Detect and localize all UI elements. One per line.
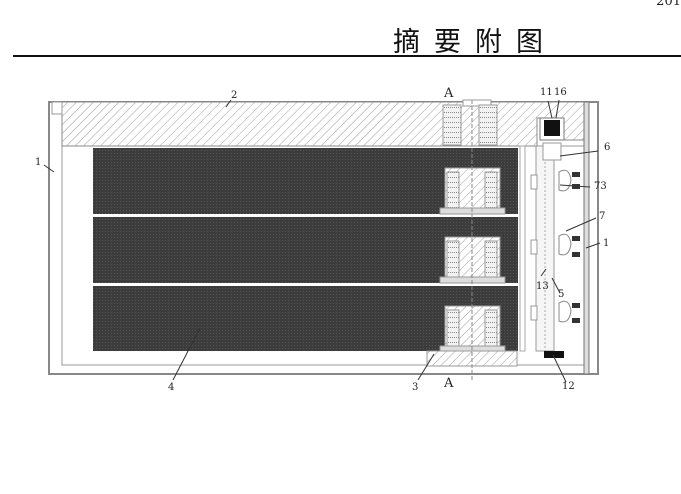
callout-connector: 7 [599,211,605,222]
page-number: 201 [656,0,681,9]
right-mechanism [519,117,580,358]
header-rule [13,55,681,57]
sensor-12 [544,351,564,358]
connector-2 [530,233,580,257]
section-mark-top: A [443,86,454,101]
page-title: 摘要附图 [393,27,557,58]
callout-contact: 6 [604,142,610,153]
block-16 [544,120,560,136]
callout-base: 3 [412,382,418,393]
right-wall [583,101,590,375]
left-corner-block [51,101,63,115]
callout-sensor-11: 11 [540,87,553,98]
center-column [426,99,518,380]
callout-block-16: 16 [554,87,567,98]
leader-lines [43,99,601,383]
callout-rail: 5 [558,289,564,300]
top-cover [61,101,585,147]
callout-sensor-12: 12 [562,381,575,392]
callout-battery: 4 [168,382,174,393]
section-mark-bottom: A [443,376,454,391]
callout-housing: 1 [35,157,41,168]
callout-cover: 2 [231,90,237,101]
callout-rod-13: 13 [536,281,549,292]
callout-housing-right: 1 [603,238,609,249]
connector-3 [530,300,580,323]
callout-connector-sub: 73 [594,181,607,192]
